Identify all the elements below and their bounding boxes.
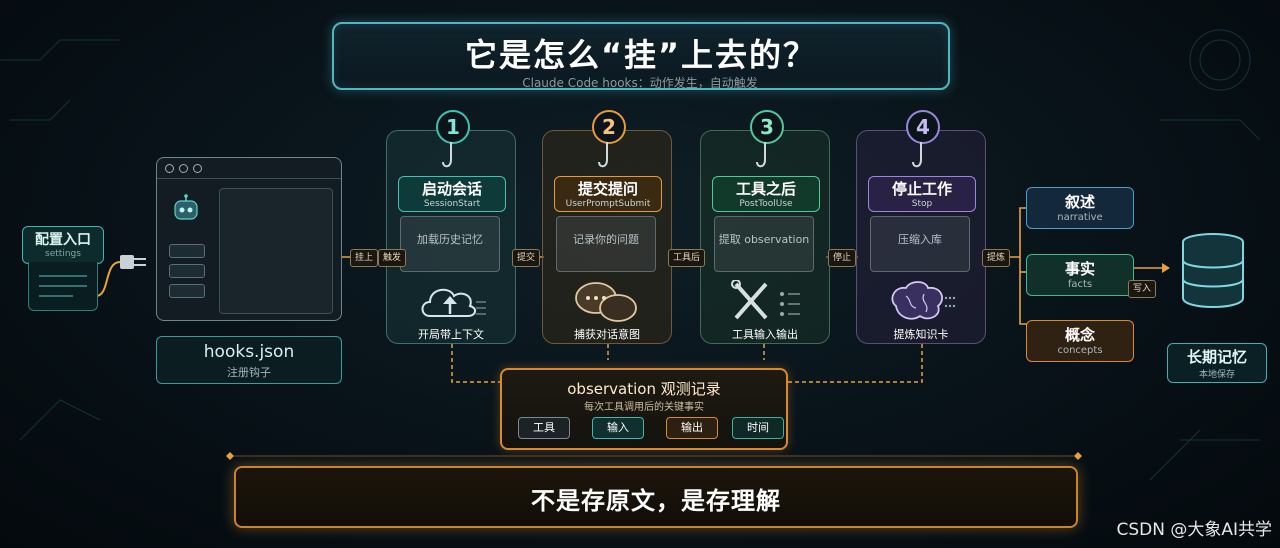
hook-icon [598, 142, 608, 168]
page-title: 它是怎么“挂”上去的？ [464, 36, 818, 74]
hooks-json-card: hooks.json 注册钩子 [156, 336, 342, 384]
stage-name: 启动会话 [421, 180, 482, 198]
observation-sub: 每次工具调用后的关键事实 [584, 402, 704, 413]
stage-caption: 工具输入输出 [732, 328, 798, 341]
stage-event: UserPromptSubmit [565, 199, 651, 209]
tools-icon [731, 280, 800, 320]
observation-field: 时间 [732, 417, 784, 439]
stage-name: 停止工作 [891, 180, 952, 198]
window-dot-icon [193, 164, 202, 173]
memory-type-narrative: 叙述 narrative [1026, 187, 1134, 229]
window-panel-button [169, 244, 205, 258]
stage-action: 提取 observation [714, 216, 814, 272]
window-dot-icon [179, 164, 188, 173]
window-content-area [219, 188, 333, 314]
observation-card: observation 观测记录 每次工具调用后的关键事实 工具 输入 输出 时… [500, 368, 788, 450]
connector-tag: 提交 [512, 249, 541, 267]
stage-name: 提交提问 [577, 180, 638, 198]
memory-type-label: 事实 [1064, 260, 1095, 278]
memory-type-sub: narrative [1057, 212, 1103, 223]
memory-type-label: 概念 [1064, 326, 1095, 344]
stage-user-prompt-submit: 2 提交提问 UserPromptSubmit 记录你的问题 捕获对话意图 [542, 110, 672, 344]
observation-title: observation 观测记录 [567, 380, 721, 398]
watermark: CSDN @大象AI共学 [1116, 520, 1272, 540]
config-entry-card: 配置入口 settings [22, 226, 104, 264]
stage-hook-name: 提交提问 UserPromptSubmit [554, 176, 662, 212]
hooks-json-label: hooks.json [203, 342, 295, 362]
connector-tag: 停止 [828, 249, 857, 267]
observation-field: 工具 [518, 417, 570, 439]
long-term-memory-sub: 本地保存 [1198, 370, 1235, 380]
memory-type-sub: concepts [1057, 345, 1103, 356]
stage-frame [700, 130, 830, 344]
stage-hook-name: 停止工作 Stop [868, 176, 976, 212]
hook-icon [912, 142, 922, 168]
stage-action: 记录你的问题 [556, 216, 656, 272]
chat-bubbles-icon [575, 282, 637, 322]
memory-type-sub: facts [1067, 279, 1093, 290]
hooks-json-sub: 注册钩子 [227, 366, 271, 379]
stage-caption: 捕获对话意图 [574, 328, 640, 341]
connector-tag: 触发 [378, 249, 407, 267]
memory-type-concepts: 概念 concepts [1026, 320, 1134, 362]
robot-icon [174, 194, 198, 220]
memory-type-facts: 事实 facts [1026, 254, 1134, 296]
stage-number: 1 [436, 110, 470, 144]
stage-number: 3 [750, 110, 784, 144]
stage-action: 压缩入库 [870, 216, 970, 272]
long-term-memory-label: 长期记忆 [1186, 348, 1247, 366]
stage-number: 2 [592, 110, 626, 144]
page-subtitle: Claude Code hooks：动作发生，自动触发 [522, 76, 758, 90]
footer-text: 不是存原文，是存理解 [531, 487, 781, 515]
stage-caption: 提炼知识卡 [893, 328, 949, 341]
database-icon [1182, 233, 1244, 308]
stage-event: PostToolUse [739, 199, 793, 209]
write-tag: 写入 [1128, 280, 1157, 298]
stage-name: 工具之后 [735, 180, 796, 198]
footer-banner: 不是存原文，是存理解 [234, 466, 1078, 528]
stage-hook-name: 工具之后 PostToolUse [712, 176, 820, 212]
connector-tag: 提炼 [982, 249, 1011, 267]
title-box: 它是怎么“挂”上去的？ [332, 22, 950, 90]
hook-icon [756, 142, 766, 168]
window-panel-button [169, 284, 205, 298]
stage-caption: 开局带上下文 [418, 328, 484, 341]
stage-post-tool-use: 3 工具之后 PostToolUse 提取 observation 工具输入输出 [700, 110, 830, 344]
memory-type-label: 叙述 [1064, 193, 1095, 211]
observation-field: 输出 [666, 417, 718, 439]
cloud-upload-icon [421, 288, 486, 317]
stage-event: SessionStart [423, 199, 481, 209]
long-term-memory-card: 长期记忆 本地保存 [1167, 343, 1267, 383]
window-panel-button [169, 264, 205, 278]
stage-stop: 4 停止工作 Stop 压缩入库 提炼知识卡 [856, 110, 986, 344]
config-entry-sub: settings [45, 249, 81, 259]
config-entry-label: 配置入口 [35, 232, 91, 248]
stage-event: Stop [911, 199, 933, 209]
window-dot-icon [165, 164, 174, 173]
hooks-editor-window [156, 157, 342, 321]
document-icon [28, 262, 98, 311]
stage-number: 4 [906, 110, 940, 144]
window-titlebar [157, 158, 341, 179]
stage-hook-name: 启动会话 SessionStart [398, 176, 506, 212]
connector-tag: 工具后 [668, 249, 706, 267]
stage-action: 加载历史记忆 [400, 216, 500, 272]
brain-icon [891, 281, 956, 320]
observation-field: 输入 [592, 417, 644, 439]
hook-icon [442, 142, 452, 168]
connector-tag: 挂上 [350, 249, 379, 267]
stage-session-start: 1 启动会话 SessionStart 加载历史记忆 开局带上下文 [386, 110, 516, 344]
